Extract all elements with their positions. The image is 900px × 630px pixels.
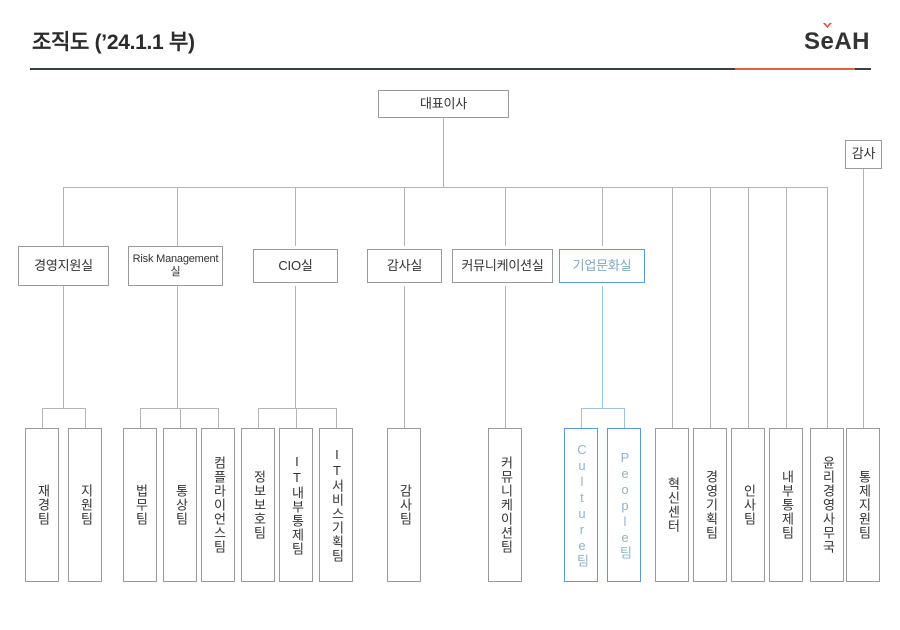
connector-division-1-child-2 bbox=[85, 408, 86, 428]
connector-division-1-child-1 bbox=[42, 408, 43, 428]
node-team-legal[interactable]: 법무팀 bbox=[123, 428, 157, 582]
connector-division-6-child-2 bbox=[624, 408, 625, 428]
node-team-it-service-planning[interactable]: IT서비스기획팀 bbox=[319, 428, 353, 582]
node-team-culture[interactable]: Culture팀 bbox=[564, 428, 598, 582]
connector-bus-to-division-1 bbox=[63, 187, 64, 246]
connector-division-3-bracket bbox=[258, 408, 336, 409]
node-division-management-support[interactable]: 경영지원실 bbox=[18, 246, 109, 286]
connector-division-3-stem bbox=[295, 286, 296, 408]
connector-ceo-stem bbox=[443, 118, 444, 187]
connector-bus-to-division-2 bbox=[177, 187, 178, 246]
connector-bus-to-division-6 bbox=[602, 187, 603, 246]
node-team-internal-control[interactable]: 내부통제팀 bbox=[769, 428, 803, 582]
node-team-information-security[interactable]: 정보보호팀 bbox=[241, 428, 275, 582]
connector-main-bus bbox=[63, 187, 828, 188]
node-team-audit[interactable]: 감사팀 bbox=[387, 428, 421, 582]
connector-division-3-child-3 bbox=[336, 408, 337, 428]
node-team-ethics-office[interactable]: 윤리경영사무국 bbox=[810, 428, 844, 582]
node-team-innovation-center[interactable]: 혁신센터 bbox=[655, 428, 689, 582]
page-title: 조직도 (’24.1.1 부) bbox=[32, 31, 195, 54]
connector-division-1-bracket bbox=[42, 408, 85, 409]
node-team-people[interactable]: People팀 bbox=[607, 428, 641, 582]
connector-division-2-child-2 bbox=[180, 408, 181, 428]
node-division-risk-management[interactable]: Risk Management실 bbox=[128, 246, 223, 286]
node-division-cio[interactable]: CIO실 bbox=[253, 249, 338, 283]
connector-bus-to-team-innovation bbox=[672, 187, 673, 428]
connector-bus-to-team-planning bbox=[710, 187, 711, 428]
connector-auditor-stem bbox=[863, 169, 864, 428]
node-ceo[interactable]: 대표이사 bbox=[378, 90, 509, 118]
connector-division-6-child-1 bbox=[581, 408, 582, 428]
connector-bus-to-team-ethics bbox=[827, 187, 828, 428]
connector-division-2-stem bbox=[177, 286, 178, 408]
connector-bus-to-team-internal-control bbox=[786, 187, 787, 428]
node-team-compliance[interactable]: 컴플라이언스팀 bbox=[201, 428, 235, 582]
node-team-support[interactable]: 지원팀 bbox=[68, 428, 102, 582]
connector-bus-to-division-3 bbox=[295, 187, 296, 246]
connector-division-3-child-2 bbox=[296, 408, 297, 428]
connector-division-6-stem bbox=[602, 286, 603, 408]
connector-division-6-bracket bbox=[581, 408, 624, 409]
node-division-corporate-culture[interactable]: 기업문화실 bbox=[559, 249, 645, 283]
seah-logo: SeAH bbox=[803, 28, 870, 55]
header-rule-left bbox=[30, 68, 735, 70]
node-team-it-internal-control[interactable]: IT내부통제팀 bbox=[279, 428, 313, 582]
connector-division-2-child-3 bbox=[218, 408, 219, 428]
node-team-communication[interactable]: 커뮤니케이션팀 bbox=[488, 428, 522, 582]
header-rule-right bbox=[855, 68, 871, 70]
node-team-trade[interactable]: 통상팀 bbox=[163, 428, 197, 582]
node-team-control-support[interactable]: 통제지원팀 bbox=[846, 428, 880, 582]
connector-division-5-stem bbox=[505, 286, 506, 428]
connector-division-4-stem bbox=[404, 286, 405, 428]
connector-bus-to-team-hr bbox=[748, 187, 749, 428]
node-division-audit[interactable]: 감사실 bbox=[367, 249, 442, 283]
node-team-management-planning[interactable]: 경영기획팀 bbox=[693, 428, 727, 582]
connector-division-1-stem bbox=[63, 286, 64, 408]
connector-bus-to-division-4 bbox=[404, 187, 405, 246]
connector-division-2-bracket bbox=[140, 408, 218, 409]
node-team-hr[interactable]: 인사팀 bbox=[731, 428, 765, 582]
node-auditor[interactable]: 감사 bbox=[845, 140, 882, 169]
connector-division-2-child-1 bbox=[140, 408, 141, 428]
node-team-finance[interactable]: 재경팀 bbox=[25, 428, 59, 582]
connector-division-3-child-1 bbox=[258, 408, 259, 428]
node-division-communication[interactable]: 커뮤니케이션실 bbox=[452, 249, 553, 283]
connector-bus-to-division-5 bbox=[505, 187, 506, 246]
header-rule-accent bbox=[735, 68, 870, 70]
